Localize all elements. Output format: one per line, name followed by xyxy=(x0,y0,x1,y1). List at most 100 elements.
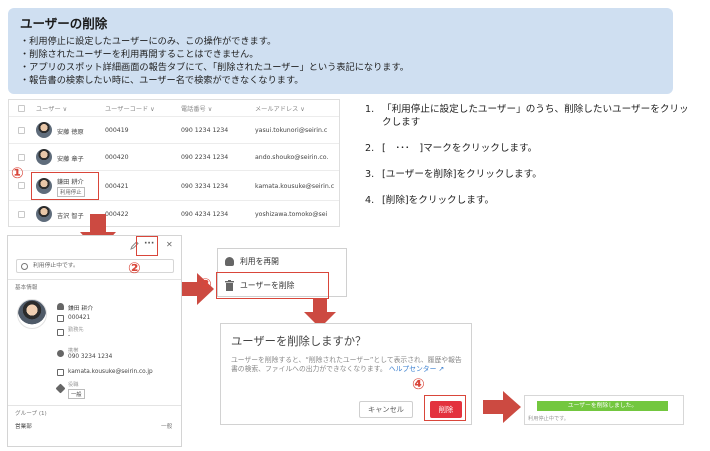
step-marker-1: ① xyxy=(11,164,24,182)
step-item: 3. [ユーザーを削除]をクリックします。 xyxy=(365,168,695,181)
step-marker-4: ④ xyxy=(412,375,425,393)
menu-item-delete-user[interactable]: ユーザーを削除 xyxy=(218,274,346,297)
row-checkbox[interactable] xyxy=(18,211,25,218)
detail-phone: 携帯 090 3234 1234 xyxy=(68,347,112,360)
info-note: ユーザーの削除 ・利用停止に設定したユーザーにのみ、この操作ができます。 ・削除… xyxy=(8,8,673,94)
suspended-badge: 利用停止 xyxy=(57,187,85,197)
step-item: 1. 「利用停止に設定したユーザー」のうち、削除したいユーザーをクリックします xyxy=(365,103,695,129)
user-phone: 090 1234 1234 xyxy=(181,127,229,134)
row-checkbox[interactable] xyxy=(18,127,25,134)
detail-email: kamata.kousuke@seirin.co.jp xyxy=(68,369,153,375)
column-header-user[interactable]: ユーザー ∨ xyxy=(36,105,68,113)
highlight-box-user xyxy=(31,172,99,200)
trash-icon xyxy=(225,280,234,291)
user-code: 000422 xyxy=(105,211,129,218)
detail-dept: 勤務先 - xyxy=(68,326,84,339)
pencil-icon[interactable] xyxy=(130,241,139,250)
menu-item-label: ユーザーを削除 xyxy=(240,281,295,290)
table-row[interactable]: 安藤 章子 000420 090 2234 1234 ando.shouko@s… xyxy=(9,144,339,171)
step-marker-3: ③ xyxy=(199,275,212,293)
step-number: 1. xyxy=(365,104,375,115)
highlight-box-delete xyxy=(216,272,329,299)
note-title: ユーザーの削除 xyxy=(20,16,108,31)
arrow-down-icon xyxy=(80,214,116,252)
row-checkbox[interactable] xyxy=(18,182,25,189)
table-row[interactable]: 安藤 徳原 000419 090 1234 1234 yasui.tokunor… xyxy=(9,117,339,144)
step-number: 3. xyxy=(365,169,375,180)
user-phone: 090 2234 1234 xyxy=(181,154,229,161)
column-header-email[interactable]: メールアドレス ∨ xyxy=(255,105,305,113)
user-email: yoshizawa.tomoko@sei xyxy=(255,211,328,218)
column-header-phone[interactable]: 電話番号 ∨ xyxy=(181,105,213,113)
user-email: kamata.kousuke@seirin.c xyxy=(255,183,335,190)
step-text: [ ･･･ ]マークをクリックします。 xyxy=(382,143,538,154)
detail-phone-value: 090 3234 1234 xyxy=(68,354,113,360)
blocked-icon xyxy=(21,263,28,270)
highlight-box-delete-button xyxy=(424,395,466,421)
row-checkbox[interactable] xyxy=(18,154,25,161)
user-detail-panel: ··· ✕ 利用停止中です。 基本情報 鎌田 耕介 000421 勤務先 - 携… xyxy=(7,235,182,447)
more-options-button[interactable]: ··· xyxy=(144,239,155,249)
close-icon[interactable]: ✕ xyxy=(166,240,173,249)
tag-icon xyxy=(55,383,66,394)
step-marker-2: ② xyxy=(128,259,141,277)
divider xyxy=(8,405,181,406)
avatar xyxy=(36,206,52,222)
menu-item-label: 利用を再開 xyxy=(240,257,279,266)
avatar xyxy=(36,122,52,138)
phone-icon xyxy=(57,350,64,357)
dialog-title: ユーザーを削除しますか？ xyxy=(231,335,367,348)
select-all-checkbox[interactable] xyxy=(18,105,25,112)
user-avatar xyxy=(17,299,47,329)
arrow-right-icon xyxy=(180,273,214,305)
steps-list: 1. 「利用停止に設定したユーザー」のうち、削除したいユーザーをクリックします … xyxy=(365,103,695,220)
user-name-cell: 鎌田 耕介 利用停止 xyxy=(57,177,85,197)
menu-item-resume[interactable]: 利用を再開 xyxy=(218,250,346,273)
detail-role: 役職 一般 xyxy=(68,381,85,399)
toast-subtext: 利用停止中です。 xyxy=(528,416,569,422)
step-number: 4. xyxy=(365,195,375,206)
detail-dept-label: 勤務先 xyxy=(68,327,84,333)
group-role: 一般 xyxy=(161,424,173,430)
step-number: 2. xyxy=(365,143,375,154)
detail-role-label: 役職 xyxy=(68,382,79,388)
detail-phone-label: 携帯 xyxy=(68,348,79,354)
table-row-suspended-user[interactable]: 鎌田 耕介 利用停止 000421 090 3234 1234 kamata.k… xyxy=(9,171,339,201)
avatar xyxy=(36,149,52,165)
dialog-message: ユーザーを削除すると、“削除されたユーザー”として表示され、履歴や報告書の検索、… xyxy=(231,356,462,373)
user-email: yasui.tokunori@seirin.c xyxy=(255,127,328,134)
user-name: 安藤 徳原 xyxy=(57,129,84,136)
arrow-down-icon xyxy=(304,298,336,328)
note-line: ・削除されたユーザーを利用再開することはできません。 xyxy=(20,49,259,60)
person-icon xyxy=(225,257,234,266)
column-header-code[interactable]: ユーザーコード ∨ xyxy=(105,105,155,113)
user-name: 安藤 章子 xyxy=(57,156,84,163)
id-icon xyxy=(57,315,64,322)
dialog-body: ユーザーを削除すると、“削除されたユーザー”として表示され、履歴や報告書の検索、… xyxy=(231,356,466,374)
user-email: ando.shouko@seirin.co. xyxy=(255,154,329,161)
section-title-basic-info: 基本情報 xyxy=(15,285,38,291)
detail-role-value: 一般 xyxy=(68,389,85,399)
suspended-text: 利用停止中です。 xyxy=(33,263,79,269)
user-code: 000419 xyxy=(105,127,129,134)
step-text: 「利用停止に設定したユーザー」のうち、削除したいユーザーをクリックします xyxy=(382,104,689,128)
mail-icon xyxy=(57,369,64,376)
note-line: ・アプリのスポット詳細画面の報告タブにて、「削除されたユーザー」という表記になり… xyxy=(20,62,409,73)
highlight-box-more xyxy=(136,236,158,256)
delete-button[interactable]: 削除 xyxy=(430,401,462,418)
delete-confirm-dialog: ユーザーを削除しますか？ ユーザーを削除すると、“削除されたユーザー”として表示… xyxy=(220,323,472,425)
success-toast: ユーザーを削除しました。 xyxy=(537,401,668,411)
step-item: 2. [ ･･･ ]マークをクリックします。 xyxy=(365,142,695,155)
group-name: 営業部 xyxy=(15,424,32,430)
user-phone: 090 4234 1234 xyxy=(181,211,229,218)
cancel-button[interactable]: キャンセル xyxy=(359,401,413,418)
help-center-link[interactable]: ヘルプセンター ↗ xyxy=(388,365,445,373)
step-text: [削除]をクリックします。 xyxy=(382,195,495,206)
table-row[interactable]: 吉沢 智子 000422 090 4234 1234 yoshizawa.tom… xyxy=(9,201,339,226)
user-phone: 090 3234 1234 xyxy=(181,183,229,190)
building-icon xyxy=(57,329,64,336)
step-item: 4. [削除]をクリックします。 xyxy=(365,194,695,207)
step-text: [ユーザーを削除]をクリックします。 xyxy=(382,169,542,180)
user-name: 吉沢 智子 xyxy=(57,213,84,220)
group-header: グループ (1) xyxy=(15,411,47,417)
